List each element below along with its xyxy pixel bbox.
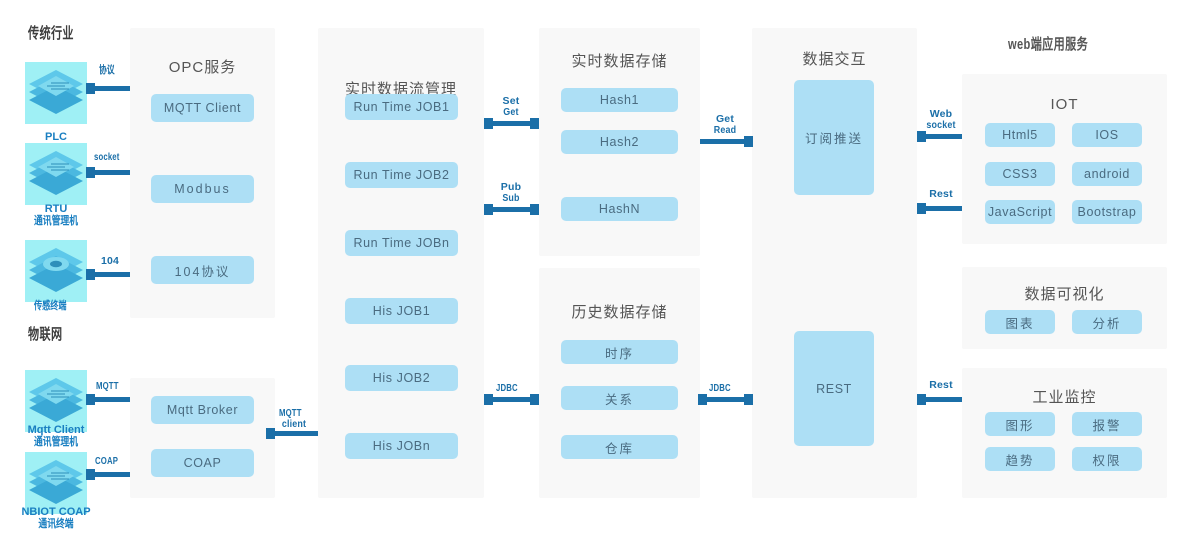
panel-data-visualization: 数据可视化 图表 分析 bbox=[962, 267, 1167, 349]
device-icon-sensor bbox=[25, 240, 87, 302]
panel-realtime-stream-mgmt: 实时数据流管理 Run Time JOB1 Run Time JOB2 Run … bbox=[318, 28, 484, 498]
chip-hash1[interactable]: Hash1 bbox=[561, 88, 678, 112]
panel-title-realtime-storage: 实时数据存储 bbox=[571, 53, 668, 70]
chip-104-protocol[interactable]: 104协议 bbox=[151, 256, 254, 284]
chip-graphics[interactable]: 图形 bbox=[985, 412, 1055, 436]
chip-javascript[interactable]: JavaScript bbox=[985, 200, 1055, 224]
chip-rest[interactable]: REST bbox=[794, 331, 874, 446]
chip-relational[interactable]: 关系 bbox=[561, 386, 678, 410]
panel-title-visualization: 数据可视化 bbox=[1024, 286, 1105, 303]
chip-android[interactable]: android bbox=[1072, 162, 1142, 186]
section-heading-iot: 物联网 bbox=[28, 326, 63, 343]
device-label-plc: PLC bbox=[45, 131, 67, 143]
section-heading-webapp: web端应用服务 bbox=[1008, 36, 1089, 53]
device-icon-plc bbox=[25, 62, 87, 124]
chip-warehouse[interactable]: 仓库 bbox=[561, 435, 678, 459]
chip-analysis[interactable]: 分析 bbox=[1072, 310, 1142, 334]
chip-coap[interactable]: COAP bbox=[151, 449, 254, 477]
panel-title-opc: OPC服务 bbox=[168, 59, 237, 76]
chip-his-jobn[interactable]: His JOBn bbox=[345, 433, 458, 459]
panel-title-stream: 实时数据流管理 bbox=[344, 81, 457, 98]
device-label-rtu: RTU 通讯管理机 bbox=[34, 203, 78, 227]
device-icon-mqtt-client bbox=[25, 370, 87, 432]
panel-industrial-monitoring: 工业监控 图形 报警 趋势 权限 bbox=[962, 368, 1167, 498]
chip-timeseries[interactable]: 时序 bbox=[561, 340, 678, 364]
panel-opc-service: OPC服务 MQTT Client Modbus 104协议 bbox=[130, 28, 275, 318]
chip-trend[interactable]: 趋势 bbox=[985, 447, 1055, 471]
chip-bootstrap[interactable]: Bootstrap bbox=[1072, 200, 1142, 224]
chip-run-time-job2[interactable]: Run Time JOB2 bbox=[345, 162, 458, 188]
device-label-sensor: 传感终端 bbox=[34, 300, 67, 312]
chip-permission[interactable]: 权限 bbox=[1072, 447, 1142, 471]
panel-title-data-exchange: 数据交互 bbox=[802, 51, 867, 68]
chip-run-time-jobn[interactable]: Run Time JOBn bbox=[345, 230, 458, 256]
chip-ios[interactable]: IOS bbox=[1072, 123, 1142, 147]
panel-data-exchange: 数据交互 订阅推送 REST bbox=[752, 28, 917, 498]
chip-run-time-job1[interactable]: Run Time JOB1 bbox=[345, 94, 458, 120]
chip-hashn[interactable]: HashN bbox=[561, 197, 678, 221]
chip-his-job2[interactable]: His JOB2 bbox=[345, 365, 458, 391]
chip-html5[interactable]: Html5 bbox=[985, 123, 1055, 147]
chip-charts[interactable]: 图表 bbox=[985, 310, 1055, 334]
chip-mqtt-client[interactable]: MQTT Client bbox=[151, 94, 254, 122]
panel-history-storage: 历史数据存储 时序 关系 仓库 bbox=[539, 268, 700, 498]
device-label-nbiot-coap: NBIOT COAP 通讯终端 bbox=[21, 506, 91, 530]
device-icon-rtu bbox=[25, 143, 87, 205]
chip-subscribe-push[interactable]: 订阅推送 bbox=[794, 80, 874, 195]
device-icon-nbiot-coap bbox=[25, 452, 87, 514]
chip-hash2[interactable]: Hash2 bbox=[561, 130, 678, 154]
panel-realtime-storage: 实时数据存储 Hash1 Hash2 HashN bbox=[539, 28, 700, 256]
panel-title-history-storage: 历史数据存储 bbox=[571, 304, 668, 321]
chip-alarm[interactable]: 报警 bbox=[1072, 412, 1142, 436]
panel-iot-apps: IOT Html5 IOS CSS3 android JavaScript Bo… bbox=[962, 74, 1167, 244]
panel-title-iot-apps: IOT bbox=[1050, 96, 1079, 113]
section-heading-traditional: 传统行业 bbox=[28, 25, 74, 42]
panel-title-monitoring: 工业监控 bbox=[1032, 389, 1097, 406]
chip-mqtt-broker[interactable]: Mqtt Broker bbox=[151, 396, 254, 424]
panel-iot-broker: Mqtt Broker COAP bbox=[130, 378, 275, 498]
chip-css3[interactable]: CSS3 bbox=[985, 162, 1055, 186]
chip-modbus[interactable]: Modbus bbox=[151, 175, 254, 203]
device-label-mqtt-client: Mqtt Client 通讯管理机 bbox=[27, 424, 85, 448]
chip-his-job1[interactable]: His JOB1 bbox=[345, 298, 458, 324]
